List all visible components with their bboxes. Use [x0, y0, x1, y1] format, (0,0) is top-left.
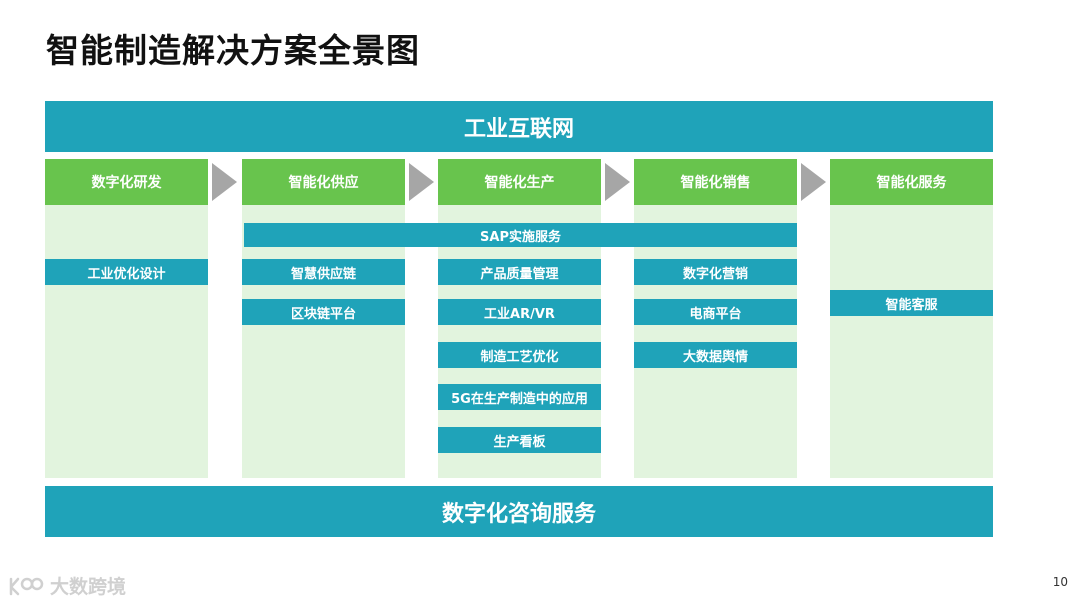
column-background-4: [634, 205, 797, 478]
watermark-text: 大数跨境: [50, 576, 127, 598]
column-header-rd: 数字化研发: [45, 159, 208, 205]
column-header-production: 智能化生产: [438, 159, 601, 205]
item-5g-manufacturing: 5G在生产制造中的应用: [438, 384, 601, 410]
item-digital-marketing: 数字化营销: [634, 259, 797, 285]
column-background-1: [45, 205, 208, 478]
top-band-industrial-internet: 工业互联网: [45, 101, 993, 152]
column-header-service: 智能化服务: [830, 159, 993, 205]
sap-implementation-bar: SAP实施服务: [244, 223, 797, 247]
column-background-2: [242, 205, 405, 478]
item-industrial-ar-vr: 工业AR/VR: [438, 299, 601, 325]
arrow-right-icon: [212, 163, 237, 201]
bottom-band-digital-consulting: 数字化咨询服务: [45, 486, 993, 537]
item-quality-management: 产品质量管理: [438, 259, 601, 285]
arrow-right-icon: [409, 163, 434, 201]
item-blockchain-platform: 区块链平台: [242, 299, 405, 325]
item-production-kanban: 生产看板: [438, 427, 601, 453]
item-process-optimization: 制造工艺优化: [438, 342, 601, 368]
column-header-supply: 智能化供应: [242, 159, 405, 205]
item-big-data-opinion: 大数据舆情: [634, 342, 797, 368]
arrow-right-icon: [801, 163, 826, 201]
column-background-5: [830, 205, 993, 478]
page-number: 10: [1052, 575, 1068, 589]
column-header-sales: 智能化销售: [634, 159, 797, 205]
item-ecommerce-platform: 电商平台: [634, 299, 797, 325]
kk-logo-icon: [8, 575, 44, 597]
item-industrial-design: 工业优化设计: [45, 259, 208, 285]
item-smart-supply-chain: 智慧供应链: [242, 259, 405, 285]
slide-title: 智能制造解决方案全景图: [46, 31, 420, 70]
item-smart-customer-service: 智能客服: [830, 290, 993, 316]
watermark: 大数跨境: [8, 572, 126, 599]
arrow-right-icon: [605, 163, 630, 201]
